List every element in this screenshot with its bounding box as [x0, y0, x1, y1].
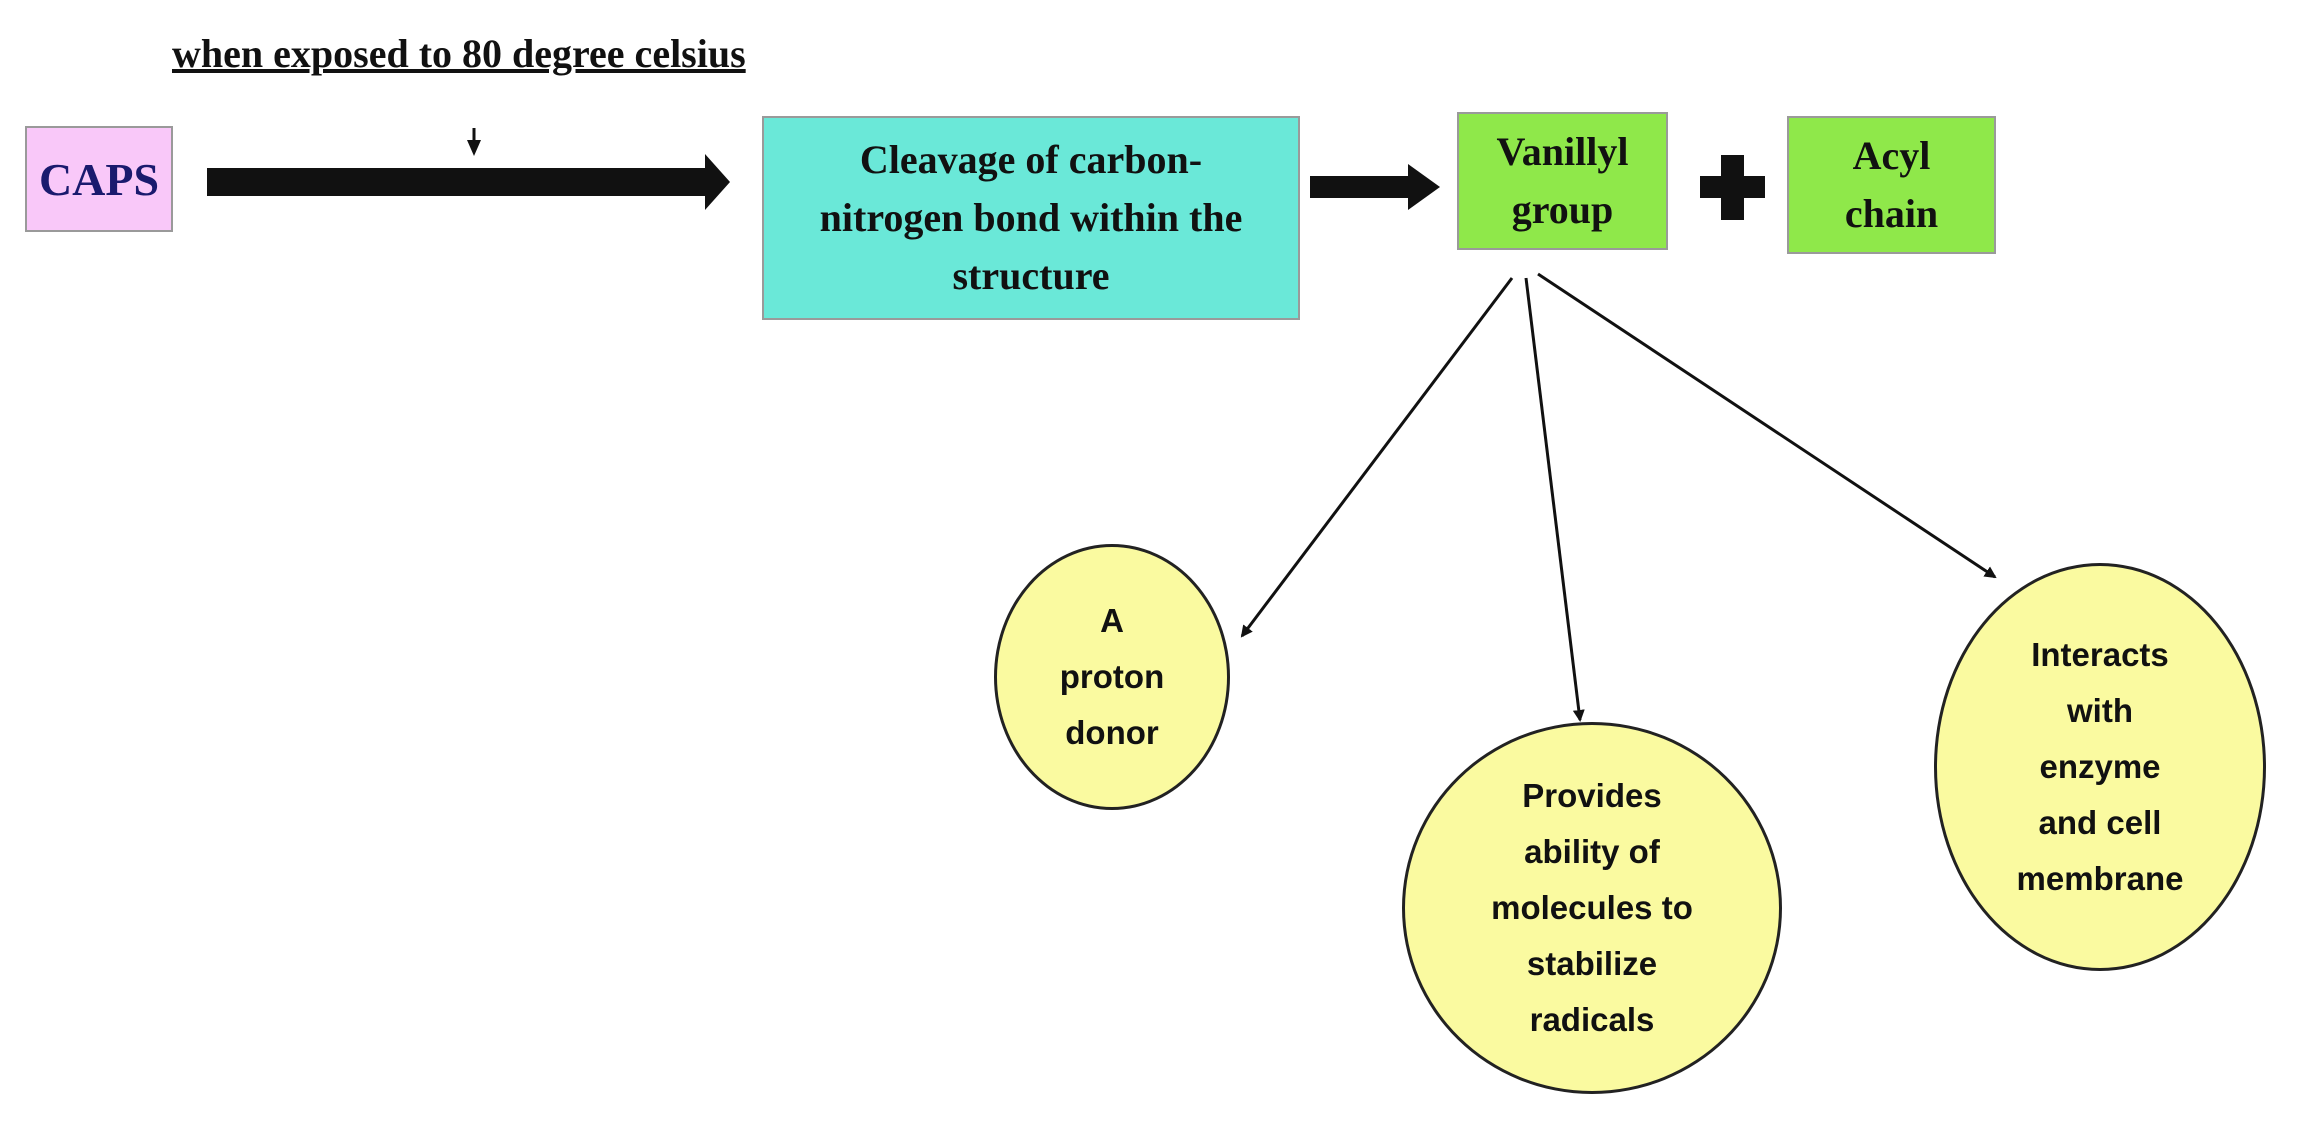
vanillyl-group-label: Vanillyl group — [1496, 129, 1629, 232]
arrow-to-stabilize-radicals — [1524, 277, 1585, 722]
condition-label: when exposed to 80 degree celsius — [172, 31, 746, 76]
arrow-to-proton-donor — [1240, 277, 1514, 638]
property-stabilize-radicals: Provides ability of molecules to stabili… — [1402, 722, 1782, 1094]
arrow-cleavage-to-vanillyl — [1310, 164, 1440, 210]
property-interacts-membrane-text: Interacts with enzyme and cell membrane — [2016, 636, 2184, 897]
acyl-chain-label: Acyl chain — [1844, 133, 1939, 236]
cleavage-label: Cleavage of carbon- nitrogen bond within… — [819, 137, 1243, 298]
property-proton-donor: A proton donor — [994, 544, 1230, 810]
acyl-chain-box: Acyl chain — [1787, 116, 1996, 254]
property-proton-donor-text: A proton donor — [1059, 602, 1165, 751]
vanillyl-group-box: Vanillyl group — [1457, 112, 1668, 250]
property-interacts-membrane: Interacts with enzyme and cell membrane — [1934, 563, 2266, 971]
cleavage-box: Cleavage of carbon- nitrogen bond within… — [762, 116, 1300, 320]
heat-indicator-arrow — [467, 128, 481, 156]
thick-arrow-caps-to-cleavage — [207, 154, 730, 210]
caps-label: CAPS — [38, 153, 160, 205]
arrow-to-interacts-membrane — [1537, 272, 1997, 579]
caps-box: CAPS — [25, 126, 173, 232]
property-stabilize-radicals-text: Provides ability of molecules to stabili… — [1491, 777, 1693, 1038]
plus-icon — [1700, 155, 1765, 220]
